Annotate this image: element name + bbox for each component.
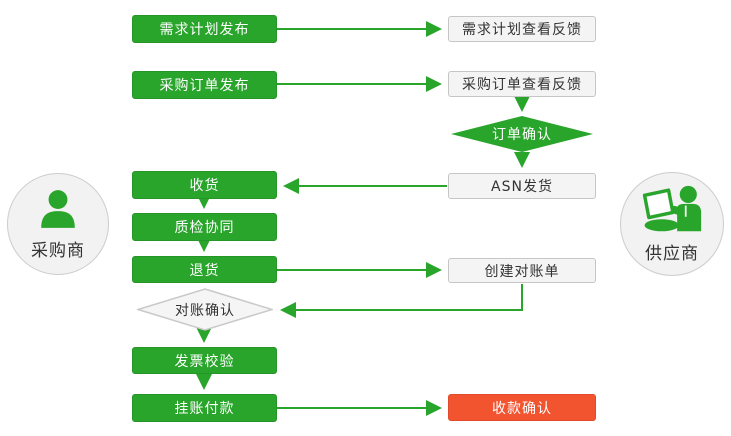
decision-statement-confirm: 对账确认 (137, 288, 273, 331)
step-invoice-check: 发票校验 (132, 347, 277, 374)
decision-statement-confirm-label: 对账确认 (175, 302, 235, 319)
supplier-person-computer-icon (641, 185, 703, 237)
step-receive-goods: 收货 (132, 171, 277, 199)
decision-order-confirm: 订单确认 (451, 116, 593, 152)
step-demand-plan-feedback: 需求计划查看反馈 (448, 16, 596, 42)
step-po-publish: 采购订单发布 (132, 71, 277, 99)
decision-order-confirm-label: 订单确认 (492, 127, 552, 143)
actor-buyer: 采购商 (7, 173, 109, 275)
buyer-person-icon (37, 188, 79, 234)
step-quality-collab: 质检协同 (132, 213, 277, 241)
actor-supplier-label: 供应商 (645, 243, 699, 264)
step-create-statement: 创建对账单 (448, 258, 596, 283)
step-book-payment: 挂账付款 (132, 394, 277, 422)
step-demand-plan-publish: 需求计划发布 (132, 15, 277, 43)
actor-buyer-label: 采购商 (31, 240, 85, 261)
step-asn-ship: ASN发货 (448, 173, 596, 199)
actor-supplier: 供应商 (620, 172, 724, 276)
diamond-shape (451, 116, 593, 152)
step-return-goods: 退货 (132, 256, 277, 283)
step-po-feedback: 采购订单查看反馈 (448, 71, 596, 97)
step-payment-confirm: 收款确认 (448, 394, 596, 421)
